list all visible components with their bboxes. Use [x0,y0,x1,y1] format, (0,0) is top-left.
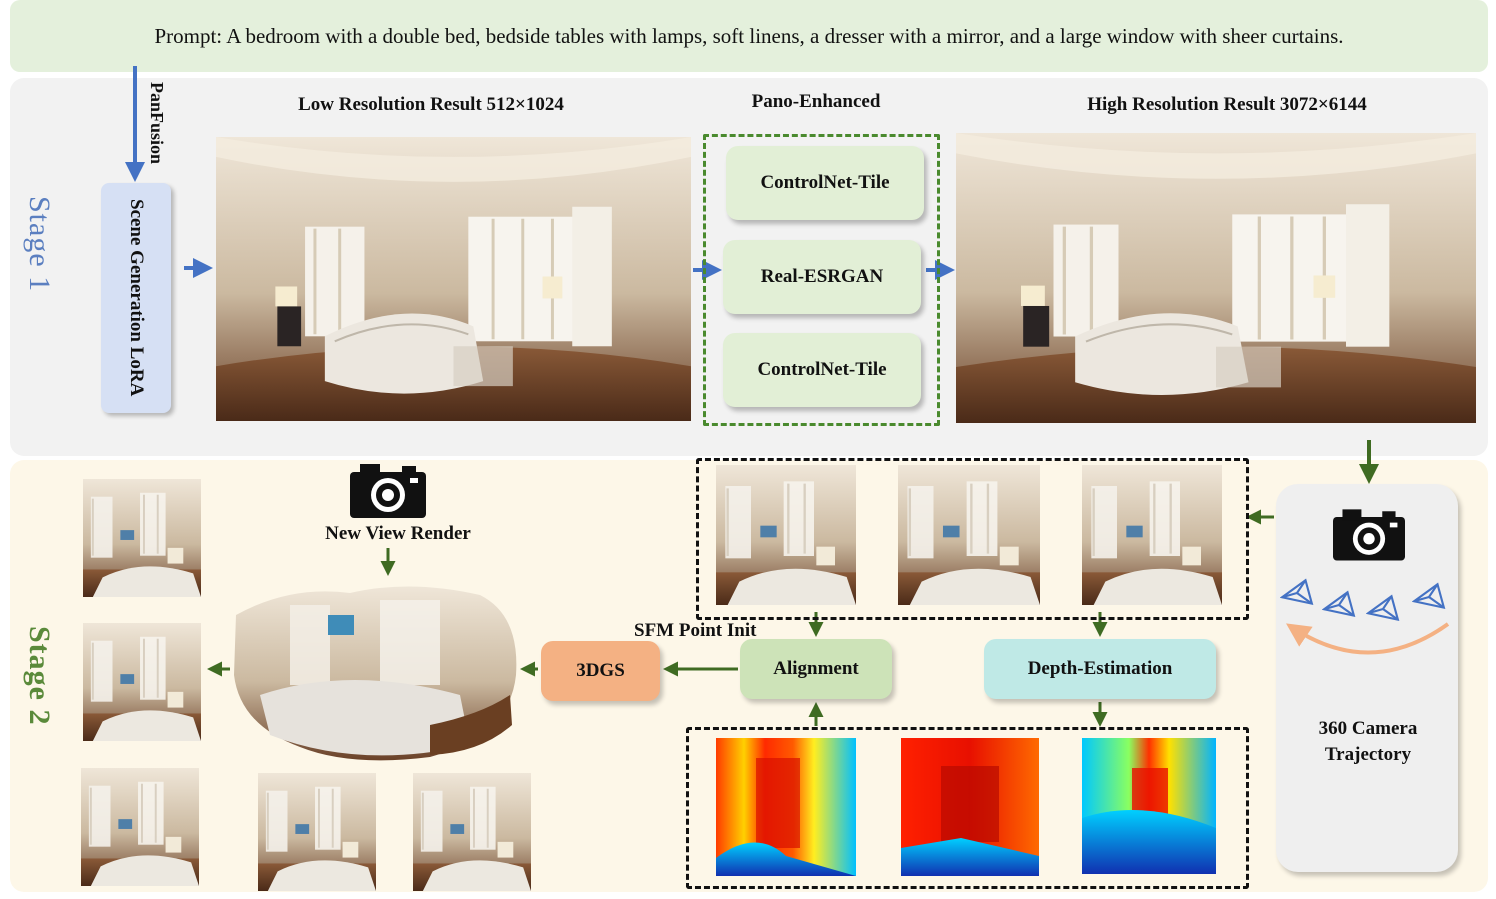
camera-frustum-icon-4 [1413,583,1445,609]
render-view-1 [83,479,201,597]
lora-box-text: Scene Generation LoRA [126,199,147,397]
depth-map-1 [716,738,856,876]
high-res-title: High Resolution Result 3072×6144 [1087,94,1367,115]
perspective-view-3 [1082,465,1222,605]
stage1-label: Stage 1 [23,196,56,293]
new-view-render-label: New View Render [325,523,471,544]
perspective-view-1 [716,465,856,605]
render-view-4 [258,773,376,891]
render-view-5 [413,773,531,891]
alignment-box: Alignment [740,639,892,699]
depth-map-2 [901,738,1039,876]
panfusion-label: PanFusion [147,82,167,165]
3dgs-box: 3DGS [541,641,660,701]
camera-trajectory-label: 360 Camera Trajectory [1318,718,1418,765]
depth-estimation-box: Depth-Estimation [984,639,1216,699]
controlnet-tile-box-1: ControlNet-Tile [726,146,924,220]
trajectory-arc [1286,622,1450,655]
prompt-text: Prompt: A bedroom with a double bed, bed… [154,23,1344,48]
depth-map-3 [1082,738,1216,874]
render-view-3 [81,768,199,886]
camera-frustum-icon-1 [1281,579,1313,605]
stage2-label: Stage 2 [23,626,56,726]
camera-icon [350,464,426,518]
prompt-bar: Prompt: A bedroom with a double bed, bed… [10,0,1488,72]
depth-maps-frame [686,727,1249,889]
low-res-title: Low Resolution Result 512×1024 [298,94,564,115]
pano-enhanced-frame [703,134,940,426]
sfm-point-init-label: SFM Point Init [634,620,757,641]
perspective-view-2 [898,465,1040,605]
render-view-2 [83,623,201,741]
gaussian-scene-render [234,586,517,761]
controlnet-tile-box-2: ControlNet-Tile [723,333,921,407]
perspective-views-frame [696,458,1249,620]
scene-generation-lora-box: Scene Generation LoRA [101,183,171,413]
pano-enhanced-title: Pano-Enhanced [751,91,881,112]
real-esrgan-box: Real-ESRGAN [723,240,921,314]
trajectory-camera-icon [1333,509,1405,561]
